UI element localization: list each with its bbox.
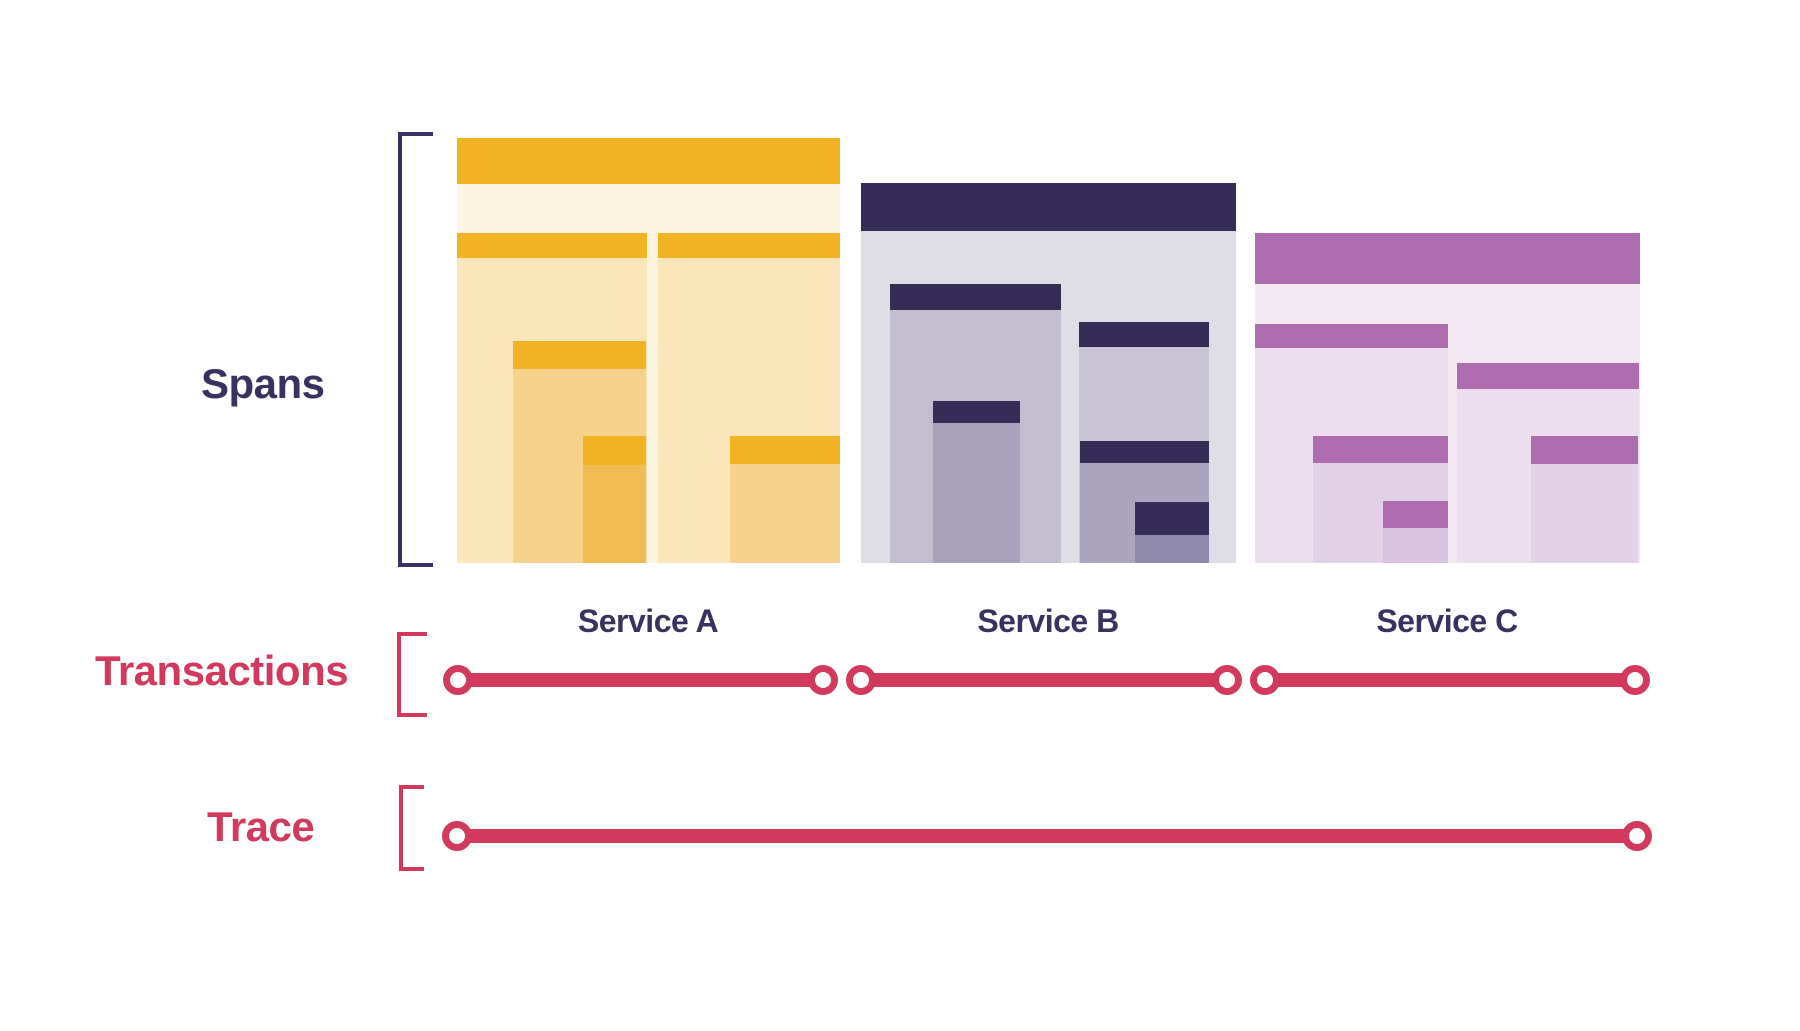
spans-section-label: Spans [201,360,325,407]
service-b-root-span-bar [861,183,1236,231]
service-b-child-span-1-bar [890,284,1061,310]
service-c-great-grandchild-span-bar [1383,501,1448,528]
service-a-great-grandchild-span-body [583,465,646,563]
transaction-line-1 [458,673,823,687]
service-b-great-grandchild-span-bar [1135,502,1209,535]
service-b-label: Service B [977,603,1119,639]
transactions-bracket [397,632,427,717]
transaction-line-2-start-dot [846,665,876,695]
service-a-grandchild-span-2-body [730,464,840,563]
service-b-grandchild-span-1-bar [933,401,1020,423]
service-b-child-span-2-bar [1079,322,1209,347]
transaction-line-2 [861,673,1227,687]
service-c-child-span-1-bar [1255,324,1448,348]
service-b-grandchild-span-2-bar [1080,441,1209,463]
transaction-line-3 [1265,673,1635,687]
trace-bracket [399,785,424,871]
trace-line-start-dot [442,821,472,851]
service-c-label: Service C [1376,603,1518,639]
transaction-line-1-end-dot [808,665,838,695]
trace-line-end-dot [1622,821,1652,851]
service-c-grandchild-span-2-bar [1531,436,1638,464]
service-a-grandchild-span-1-bar [513,341,646,369]
service-b-great-grandchild-span-body [1135,535,1209,563]
transaction-line-3-end-dot [1620,665,1650,695]
trace-line [457,829,1637,843]
transaction-line-2-end-dot [1212,665,1242,695]
service-a-label: Service A [577,603,719,639]
spans-bracket [398,132,433,567]
service-a-grandchild-span-2-bar [730,436,840,464]
service-b-grandchild-span-1-body [933,423,1020,563]
service-c-root-span-bar [1255,233,1640,284]
transaction-line-1-start-dot [443,665,473,695]
service-a-child-span-1-bar [457,233,647,258]
transaction-line-3-start-dot [1250,665,1280,695]
service-c-grandchild-span-2-body [1531,464,1638,563]
service-c-child-span-2-bar [1457,363,1639,389]
transactions-section-label: Transactions [95,647,349,694]
service-a-root-span-bar [457,138,840,184]
service-c-great-grandchild-span-body [1383,528,1448,563]
service-c-grandchild-span-1-bar [1313,436,1448,463]
service-a-great-grandchild-span-bar [583,436,646,465]
trace-section-label: Trace [207,803,315,850]
service-a-child-span-2-bar [658,233,840,258]
